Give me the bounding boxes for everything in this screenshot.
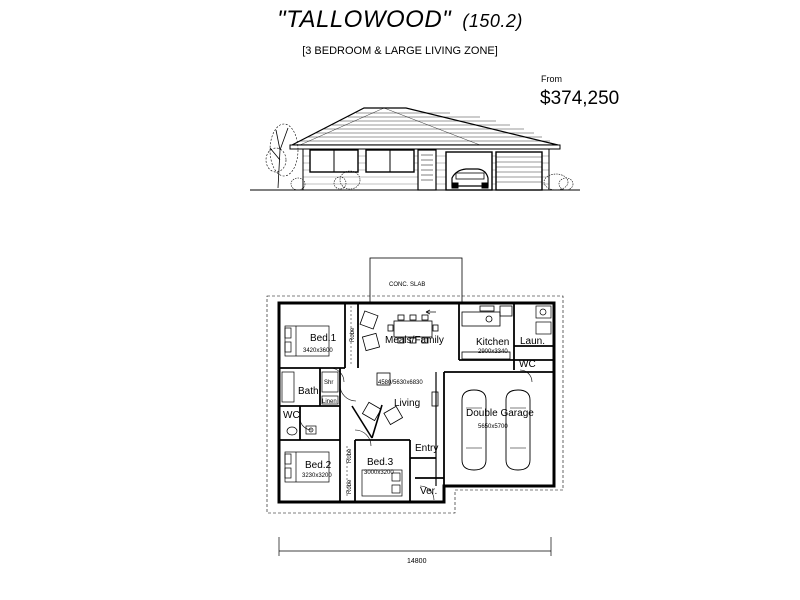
lounge-furniture — [359, 310, 439, 426]
shower-label: Shr — [324, 380, 333, 386]
price-from-label: From — [541, 74, 562, 84]
bath-label: Bath — [298, 386, 319, 397]
wc2-label: WC — [283, 410, 300, 421]
overall-dimension-label: 14800 — [407, 558, 427, 565]
kitchen-dims: 2900x3340 — [478, 349, 508, 355]
roof-outline — [291, 107, 559, 146]
bath-fixtures — [281, 371, 339, 436]
slab-label: CONC. SLAB — [389, 282, 425, 288]
house-title: "TALLOWOOD" (150.2) — [0, 6, 800, 34]
hall-diagonals — [351, 404, 383, 439]
verandah-label: Ver. — [420, 486, 437, 497]
internal-walls — [279, 303, 554, 502]
kitchen-bench — [461, 305, 513, 360]
tree-left — [265, 123, 299, 189]
front-elevation — [250, 107, 580, 191]
door-swings — [299, 367, 533, 501]
eaves-outline — [266, 295, 564, 514]
roof-tiles — [299, 107, 550, 146]
bed3-dims: 3000x3200 — [364, 470, 394, 476]
bed3-furniture — [361, 469, 403, 497]
living-dims: 4580/5630x6830 — [378, 380, 423, 386]
garage-label: Double Garage — [466, 408, 534, 419]
living-label: Living — [394, 398, 420, 409]
room-labels: Bed.1 3420x3600 Robe Meals/Family Kitche… — [283, 327, 545, 497]
house-size: (150.2) — [462, 11, 523, 31]
house-name: "TALLOWOOD" — [277, 6, 452, 33]
laundry-label: Laun. — [520, 336, 545, 347]
garage-dims: 5650x5700 — [478, 424, 508, 430]
bed2-dims: 3230x3200 — [302, 473, 332, 479]
bed2-name: Bed.2 — [305, 460, 332, 471]
bed3-name: Bed.3 — [367, 457, 394, 468]
robe2-label: Robe — [347, 448, 353, 463]
meals-family-label: Meals/Family — [385, 335, 444, 346]
wc1-label: WC — [519, 359, 536, 370]
kitchen-label: Kitchen — [476, 337, 509, 348]
house-subtitle: [3 BEDROOM & LARGE LIVING ZONE] — [302, 45, 498, 57]
garage-door-lines — [496, 156, 542, 183]
linen-label: Linen — [322, 399, 337, 405]
garage-door-right — [495, 151, 543, 191]
entry-label: Entry — [415, 443, 438, 454]
floor-plan: CONC. SLAB — [266, 257, 564, 565]
laundry-fixtures — [535, 305, 552, 335]
robe1-label: Robe — [350, 327, 356, 342]
bed1-dims: 3420x3600 — [303, 348, 333, 354]
overall-dimension — [278, 537, 552, 556]
fascia — [289, 144, 561, 150]
robe3-label: Robe — [347, 479, 353, 494]
dining-table — [387, 314, 439, 344]
garage-cars — [461, 389, 531, 471]
bed1-furniture — [284, 325, 330, 357]
robe-shelves — [346, 306, 352, 498]
shrubs — [290, 170, 574, 191]
price-value: $374,250 — [540, 88, 620, 109]
bed1-name: Bed.1 — [310, 333, 337, 344]
bed2-furniture — [284, 451, 330, 483]
